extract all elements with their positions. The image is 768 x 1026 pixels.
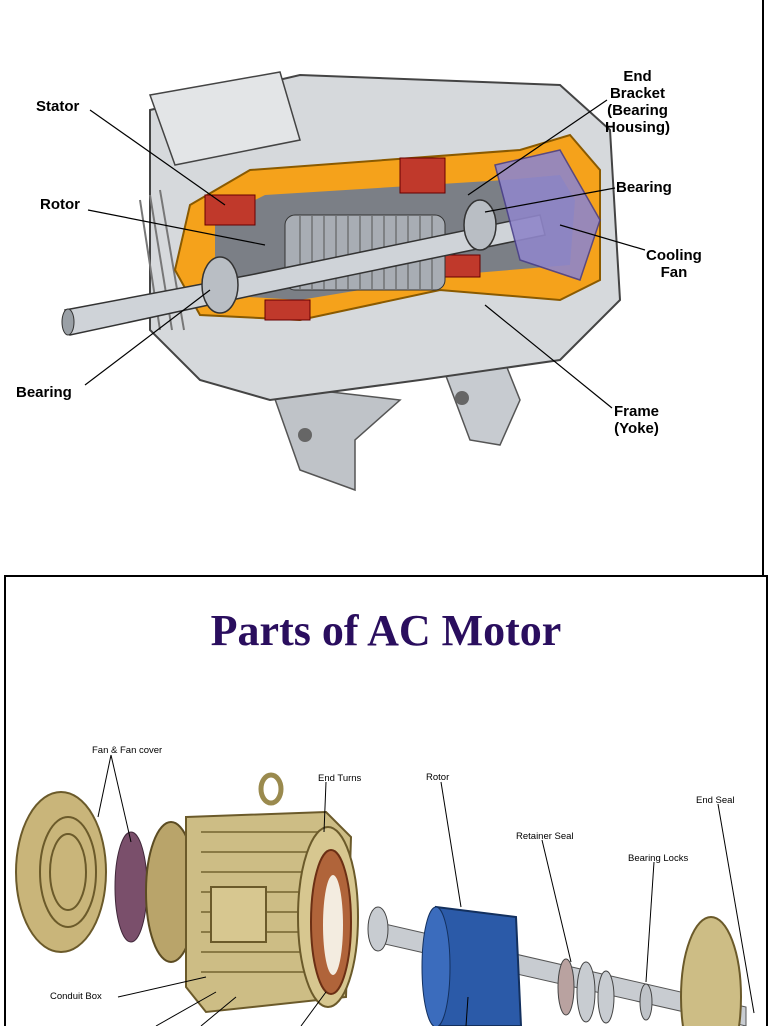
extra-leader-3: [300, 991, 327, 1026]
rotor-label: Rotor: [40, 196, 80, 213]
exploded-motor-panel: Parts of AC Motor: [4, 575, 768, 1026]
extra-leader-2: [200, 996, 237, 1026]
bearing-locks-label: Bearing Locks: [628, 853, 689, 864]
conduit-box-label: Conduit Box: [50, 991, 102, 1002]
fan-cover-leader-2: [110, 754, 132, 843]
cooling-fan-leader: [559, 224, 646, 251]
fan-cover-label: Fan & Fan cover: [92, 745, 163, 756]
bearing-right-leader: [484, 187, 616, 213]
retainer-seal-leader: [541, 839, 572, 963]
end-turns-label: End Turns: [318, 773, 362, 784]
frame-label: Frame (Yoke): [614, 403, 660, 437]
extra-leader-1: [155, 991, 217, 1026]
fan-cover-leader-1: [97, 754, 112, 818]
end-bracket-leader: [467, 99, 608, 196]
end-turns-leader: [323, 781, 327, 833]
bearing-left-leader: [84, 289, 211, 386]
frame-leader: [484, 304, 613, 409]
rotor-label-bottom: Rotor: [426, 772, 450, 783]
page-title: Parts of AC Motor: [210, 606, 562, 655]
bearing-locks-leader: [645, 861, 655, 983]
conduit-box-leader: [117, 976, 207, 998]
cutaway-motor-illustration: [61, 71, 646, 492]
end-seal-leader: [717, 803, 755, 1014]
rotor-leader: [440, 781, 462, 908]
retainer-seal-label: Retainer Seal: [516, 831, 574, 842]
end-bracket-label: End Bracket (Bearing Housing): [605, 68, 670, 136]
cutaway-motor-panel: Stator Rotor Bearing End Bracket (Bearin…: [16, 0, 764, 575]
end-seal-label: End Seal: [696, 795, 735, 806]
stator-label: Stator: [36, 98, 80, 115]
exploded-motor-illustration: [15, 754, 755, 1026]
stator-leader: [89, 109, 226, 206]
rotor-leader: [87, 209, 266, 246]
extra-leader-4: [465, 996, 469, 1026]
bearing-right-label: Bearing: [616, 179, 672, 196]
cooling-fan-label: Cooling Fan: [646, 247, 702, 281]
bearing-left-label: Bearing: [16, 384, 72, 401]
